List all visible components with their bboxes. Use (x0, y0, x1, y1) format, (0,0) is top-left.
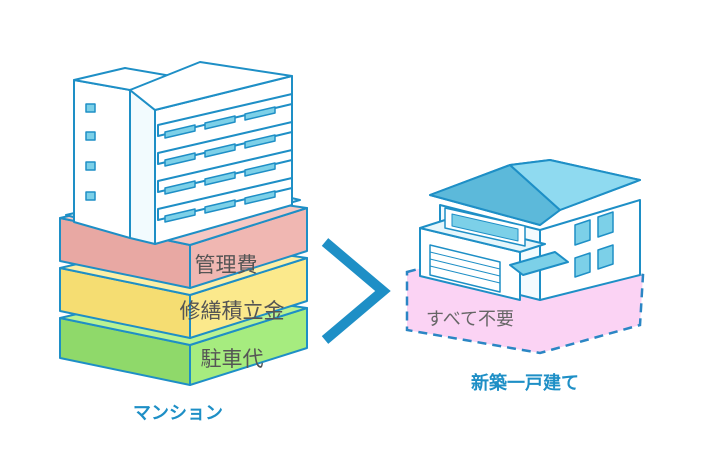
no-cost-label: すべて不要 (426, 309, 514, 330)
house-label: 新築一戸建て (471, 372, 579, 394)
apartment-building-icon (65, 61, 301, 245)
cost-label-management: 管理費 (195, 253, 258, 277)
building-windows (164, 106, 276, 223)
cost-label-parking: 駐車代 (201, 347, 264, 371)
chevron-right-icon (321, 238, 391, 344)
condo-label: マンション (133, 403, 223, 424)
tower-windows (85, 103, 96, 201)
cost-label-repair: 修繕積立金 (180, 299, 285, 323)
house-icon (419, 159, 641, 301)
house-windows (574, 211, 614, 278)
